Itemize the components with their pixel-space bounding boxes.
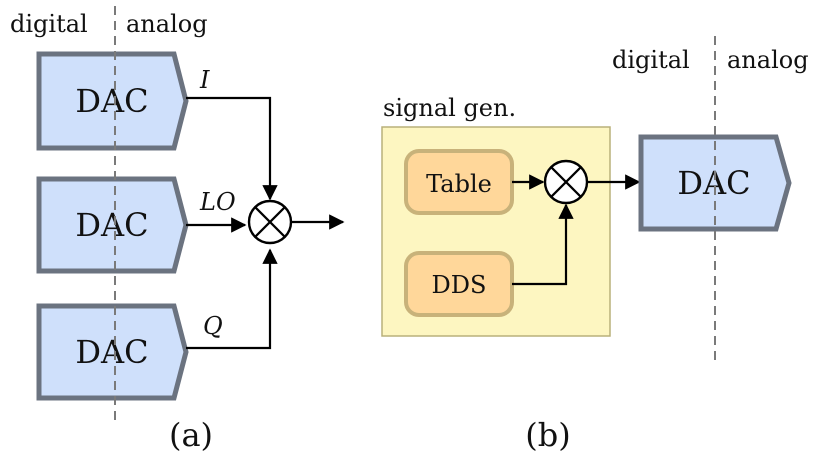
panel-b: signal gen. Table DDS DAC digital analog… (381, 36, 809, 454)
caption-b: (b) (525, 416, 570, 454)
dac-mid-block (36, 176, 189, 274)
signal-i-label: I (199, 66, 210, 94)
digital-label-b: digital (612, 46, 690, 74)
dds-block-label: DDS (432, 271, 487, 299)
dac-bot-label: DAC (75, 333, 148, 371)
analog-label-b: analog (727, 46, 809, 74)
caption-a: (a) (169, 416, 213, 454)
dac-top-block (36, 51, 189, 151)
signal-gen-label: signal gen. (383, 94, 516, 122)
signal-q-label: Q (203, 312, 223, 340)
dac-top-label: DAC (75, 82, 148, 120)
digital-label-a: digital (10, 10, 88, 38)
signal-lo-label: LO (199, 188, 236, 216)
mixer-b (543, 159, 589, 205)
dac-b-block (638, 134, 792, 232)
wire-q (186, 248, 278, 350)
analog-label-a: analog (126, 10, 208, 38)
table-block-label: Table (426, 170, 492, 198)
wire-i (186, 96, 278, 201)
dac-bot-block (36, 303, 189, 401)
wire-dds-to-mixer (512, 203, 574, 286)
dac-mid-label: DAC (75, 206, 148, 244)
panel-a: digital analog DAC DAC DAC I LO Q (a) (10, 6, 345, 454)
dac-b-label: DAC (677, 164, 750, 202)
mixer-a (247, 199, 293, 245)
